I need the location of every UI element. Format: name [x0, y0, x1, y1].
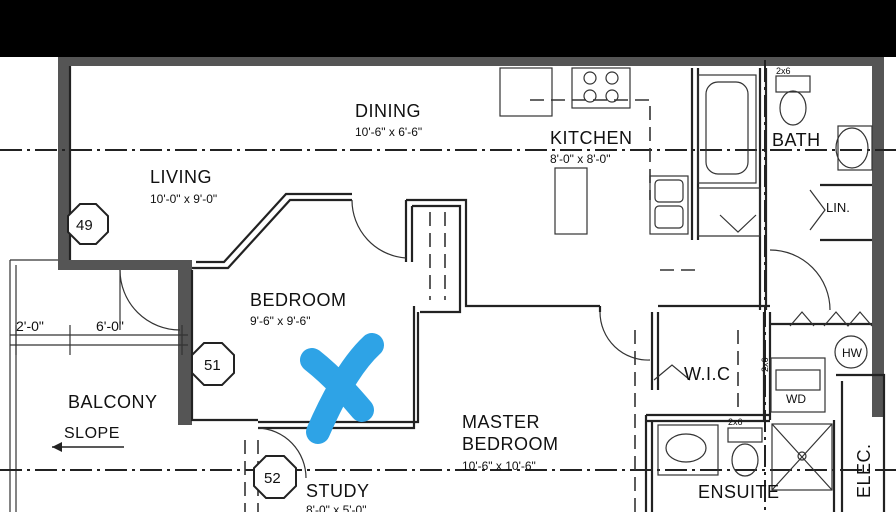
kitchen-fixtures [499, 67, 689, 235]
bedroom-label: BEDROOM [250, 290, 347, 310]
living-size: 10'-0" x 9'-0" [150, 192, 217, 206]
plan-paper [0, 57, 896, 512]
stud-note-wic: 2x6 [760, 357, 770, 372]
bath-fixtures [697, 74, 873, 237]
water-heater-label: HW [842, 346, 863, 360]
balcony-label: BALCONY [68, 392, 158, 412]
walls [58, 57, 886, 512]
balcony-dimension-right: 6'-0" [96, 318, 124, 334]
master-bedroom-size: 10'-6" x 10'-6" [462, 459, 536, 473]
tag-51-label: 51 [204, 357, 221, 374]
axis-lines [0, 60, 896, 512]
washer-dryer-label: WD [786, 392, 806, 406]
tag-49-label: 49 [76, 217, 93, 234]
bedroom-size: 9'-6" x 9'-6" [250, 314, 310, 328]
master-bedroom-label-line2: BEDROOM [462, 434, 559, 454]
water-heater-symbol [834, 335, 868, 369]
wic-label: W.I.C [684, 364, 731, 384]
tag-51: 51 [191, 342, 235, 386]
ensuite-label: ENSUITE [698, 482, 780, 502]
annotation-x-mark [300, 333, 384, 444]
laundry-appliances [770, 357, 826, 413]
slope-arrow-head [52, 442, 62, 452]
living-label: LIVING [150, 167, 212, 187]
bath-label: BATH [772, 130, 821, 150]
stud-note-ensuite: 2x6 [728, 417, 743, 427]
stud-note-bath: 2x6 [776, 66, 791, 76]
tag-52: 52 [253, 455, 297, 499]
balcony-dimension-left: 2'-0" [16, 318, 44, 334]
elec-label: ELEC. [854, 443, 874, 498]
ensuite-fixtures [657, 423, 833, 491]
study-label: STUDY [306, 481, 370, 501]
tag-52-label: 52 [264, 470, 281, 487]
kitchen-label: KITCHEN [550, 128, 633, 148]
tag-49: 49 [67, 203, 109, 245]
kitchen-size: 8'-0" x 8'-0" [550, 152, 610, 166]
linen-label: LIN. [826, 200, 850, 215]
dining-label: DINING [355, 101, 421, 121]
door-swings [257, 199, 873, 479]
master-bedroom-label-line1: MASTER [462, 412, 540, 432]
dining-size: 10'-6" x 6'-6" [355, 125, 422, 139]
study-size: 8'-0" x 5'-0" [306, 503, 366, 512]
slope-label: SLOPE [64, 425, 120, 442]
